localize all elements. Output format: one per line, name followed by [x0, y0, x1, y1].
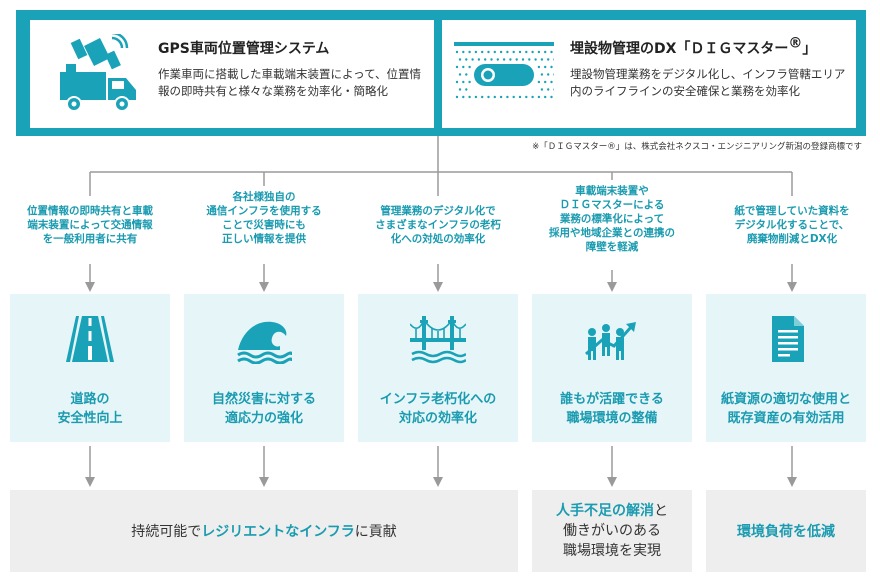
cause-text-paper: 紙で管理していた資料をデジタル化することで、廃棄物削減とDX化 — [734, 205, 850, 245]
impact-label-workforce: 誰もが活躍できる職場環境の整備 — [560, 392, 664, 426]
outcome-workforce-line1: 人手不足の解消と — [532, 501, 692, 521]
dig-title-end: 」 — [802, 41, 817, 57]
trademark-footnote: ※「ＤＩＧマスター®」は、株式会社ネクスコ・エンジニアリング新潟の登録商標です — [532, 142, 862, 152]
outcome-resilient-suffix: に貢献 — [354, 524, 397, 540]
dig-title-text: 埋設物管理のDX「ＤＩＧマスター — [570, 41, 789, 57]
outcome-resilient-prefix: 持続可能で — [131, 524, 202, 540]
gps-system-title: GPS車両位置管理システム — [158, 41, 330, 57]
buried-pipe-icon — [454, 42, 554, 99]
wave-icon — [237, 321, 292, 364]
truck-satellite-icon — [60, 34, 136, 112]
outcome-workforce-line3: 職場環境を実現 — [563, 543, 661, 559]
dig-system-description: 埋設物管理業務をデジタル化し、インフラ管轄エリア内のライフラインの安全確保と業務… — [570, 67, 846, 98]
impact-disaster: 自然災害に対する適応力の強化 — [184, 294, 344, 442]
outcome-resilient-highlight: レジリエントなインフラ — [201, 524, 355, 540]
bridge-icon — [410, 316, 466, 364]
cause-text-infrastructure: 管理業務のデジタル化でさまざまなインフラの老朽化への対処の効率化 — [375, 205, 501, 245]
impact-paper: 紙資源の適切な使用と既存資産の有効活用 — [706, 294, 866, 442]
outcome-resilient-text: 持続可能でレジリエントなインフラに貢献 — [10, 521, 518, 541]
gps-system-description: 作業車両に搭載した車載端末装置によって、位置情報の即時共有と様々な業務を効率化・… — [158, 67, 422, 98]
outcome-workforce-highlight: 人手不足の解消 — [556, 503, 654, 519]
impact-label-infrastructure: インフラ老朽化への対応の効率化 — [379, 392, 497, 426]
outcome-environment: 環境負荷を低減 — [706, 490, 866, 572]
impact-infrastructure: インフラ老朽化への対応の効率化 — [358, 294, 518, 442]
impact-label-paper: 紙資源の適切な使用と既存資産の有効活用 — [720, 392, 851, 426]
cause-text-road-safety: 位置情報の即時共有と車載端末装置によって交通情報を一般利用者に共有 — [27, 205, 153, 245]
cause-text-disaster: 各社様独自の通信インフラを使用することで災害時にも正しい情報を提供 — [206, 191, 322, 245]
outcome-resilient-infrastructure: 持続可能でレジリエントなインフラに貢献 — [10, 490, 518, 572]
outcome-workforce-line2: 働きがいのある — [563, 523, 661, 539]
registered-mark: ® — [788, 35, 803, 52]
impact-label-disaster: 自然災害に対する適応力の強化 — [211, 392, 316, 426]
impact-label-road-safety: 道路の安全性向上 — [57, 392, 123, 426]
outcome-workforce-suffix: と — [654, 503, 668, 519]
road-icon — [66, 316, 114, 362]
outcome-workforce: 人手不足の解消と 働きがいのある 職場環境を実現 — [532, 490, 692, 572]
dig-system-box: 埋設物管理のDX「ＤＩＧマスター®」 埋設物管理業務をデジタル化し、インフラ管轄… — [442, 20, 856, 128]
dig-system-title: 埋設物管理のDX「ＤＩＧマスター®」 — [570, 35, 817, 58]
document-icon — [772, 316, 804, 362]
outcome-environment-text: 環境負荷を低減 — [706, 521, 866, 541]
outcome-environment-highlight: 環境負荷を低減 — [737, 524, 835, 540]
impact-workforce: 誰もが活躍できる職場環境の整備 — [532, 294, 692, 442]
outcome-workforce-text: 人手不足の解消と 働きがいのある 職場環境を実現 — [532, 501, 692, 561]
gps-system-box: GPS車両位置管理システム 作業車両に搭載した車載端末装置によって、位置情報の即… — [30, 20, 434, 128]
impact-road-safety: 道路の安全性向上 — [10, 294, 170, 442]
people-growth-icon — [585, 322, 636, 360]
